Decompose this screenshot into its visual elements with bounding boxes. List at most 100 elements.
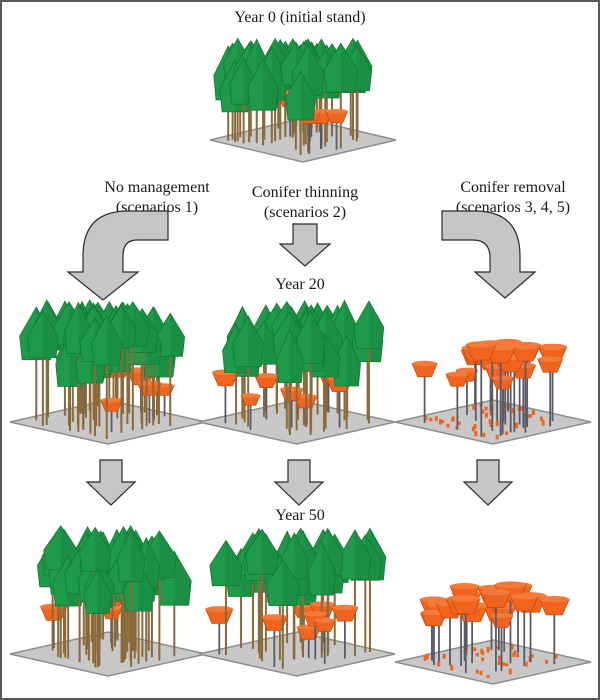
conifer-shade — [146, 537, 160, 589]
conifer-shade — [289, 329, 304, 383]
conifer-shade — [106, 315, 122, 365]
sapling — [495, 420, 499, 427]
conifer-shade — [368, 301, 384, 349]
conifer-crown — [245, 528, 279, 575]
sapling — [497, 660, 501, 666]
broadleaf-top — [325, 108, 348, 114]
stand-year50-thinning — [198, 527, 396, 677]
conifer-shade — [308, 45, 325, 96]
sapling — [441, 419, 445, 424]
ground-plot — [198, 631, 396, 677]
sapling — [531, 409, 535, 415]
sapling — [502, 662, 506, 667]
sapling — [541, 420, 545, 426]
conifer-shade — [248, 315, 264, 367]
sapling — [539, 416, 543, 421]
down-arrow-thinning-year0-icon — [278, 223, 332, 267]
sapling — [486, 675, 490, 679]
ground-plot — [394, 639, 592, 685]
conifer-shade — [95, 527, 111, 572]
sapling — [481, 651, 485, 655]
conifer-shade — [262, 529, 279, 575]
sapling — [423, 655, 427, 661]
sapling — [473, 647, 477, 652]
sapling — [482, 432, 486, 438]
sapling — [446, 423, 450, 428]
sapling — [510, 644, 514, 650]
conifer-crown — [232, 315, 265, 368]
sapling — [442, 653, 446, 659]
branch-label-thinning-line2: (scenarios 2) — [264, 204, 346, 221]
sapling — [481, 657, 485, 662]
broadleaf-top — [445, 371, 469, 377]
broadleaf-top — [537, 356, 563, 362]
sapling — [508, 668, 512, 675]
conifer-crown — [276, 328, 304, 384]
conifer-crown — [307, 540, 336, 596]
stand-year50-removal — [394, 581, 592, 685]
broadleaf-top — [254, 373, 278, 379]
sapling — [512, 652, 516, 658]
conifer-crown — [295, 309, 326, 364]
broadleaf-top — [451, 595, 481, 602]
broadleaf-top — [456, 367, 478, 373]
broadleaf-top — [510, 593, 539, 600]
broadleaf-top — [261, 614, 288, 620]
branch-label-removal-line1: Conifer removal — [460, 179, 566, 196]
conifer-shade — [42, 311, 59, 358]
conifer-crown — [27, 310, 59, 359]
conifer-crown — [79, 526, 112, 572]
sapling — [511, 408, 515, 414]
sapling — [424, 416, 428, 421]
conifer-shade — [170, 313, 185, 357]
broadleaf-top — [494, 581, 527, 589]
sapling — [450, 664, 454, 671]
stand-year20-thinning — [198, 299, 396, 445]
sapling — [545, 659, 549, 664]
sapling — [481, 409, 485, 414]
sapling — [484, 406, 488, 411]
sapling — [457, 421, 461, 426]
conifer-shade — [324, 333, 341, 377]
conifer-shade — [354, 529, 371, 580]
sapling — [484, 412, 488, 418]
conifer-shade — [356, 45, 372, 91]
sapling — [516, 653, 520, 658]
conifer-shade — [294, 533, 308, 580]
down-arrow-thinning-icon — [273, 459, 325, 506]
sapling — [515, 422, 519, 429]
conifer-crown — [209, 539, 243, 587]
conifer-crown — [116, 529, 146, 582]
down-arrow-no-management-icon — [85, 459, 137, 506]
broadleaf-top — [241, 393, 260, 398]
broadleaf-top — [490, 613, 513, 619]
branch-label-thinning-line1: Conifer thinning — [252, 184, 358, 201]
sapling — [475, 669, 479, 674]
down-arrow-removal-icon — [462, 459, 514, 506]
broadleaf-top — [466, 341, 497, 348]
conifer-crown — [353, 300, 385, 350]
sapling — [495, 646, 499, 650]
conifer-crown — [323, 42, 358, 93]
conifer-crown — [285, 70, 316, 121]
broadleaf-top — [481, 589, 511, 596]
label-year20: Year 20 — [275, 276, 324, 293]
sapling — [489, 422, 493, 427]
sapling — [425, 653, 429, 660]
conifer-shade — [321, 541, 336, 596]
ground-plot — [9, 631, 207, 677]
stand-year20-removal — [394, 338, 592, 445]
conifer-shade — [310, 310, 325, 364]
label-year50: Year 50 — [275, 507, 324, 524]
sapling — [527, 414, 531, 418]
sapling — [519, 406, 523, 411]
stand-year50-no-management — [9, 524, 207, 677]
broadleaf-top — [511, 343, 540, 350]
sapling — [486, 646, 490, 653]
sapling — [473, 424, 477, 429]
broadleaf-top — [539, 595, 570, 603]
sapling — [505, 663, 509, 667]
conifer-shade — [263, 59, 279, 111]
conifer-crown — [91, 314, 123, 366]
